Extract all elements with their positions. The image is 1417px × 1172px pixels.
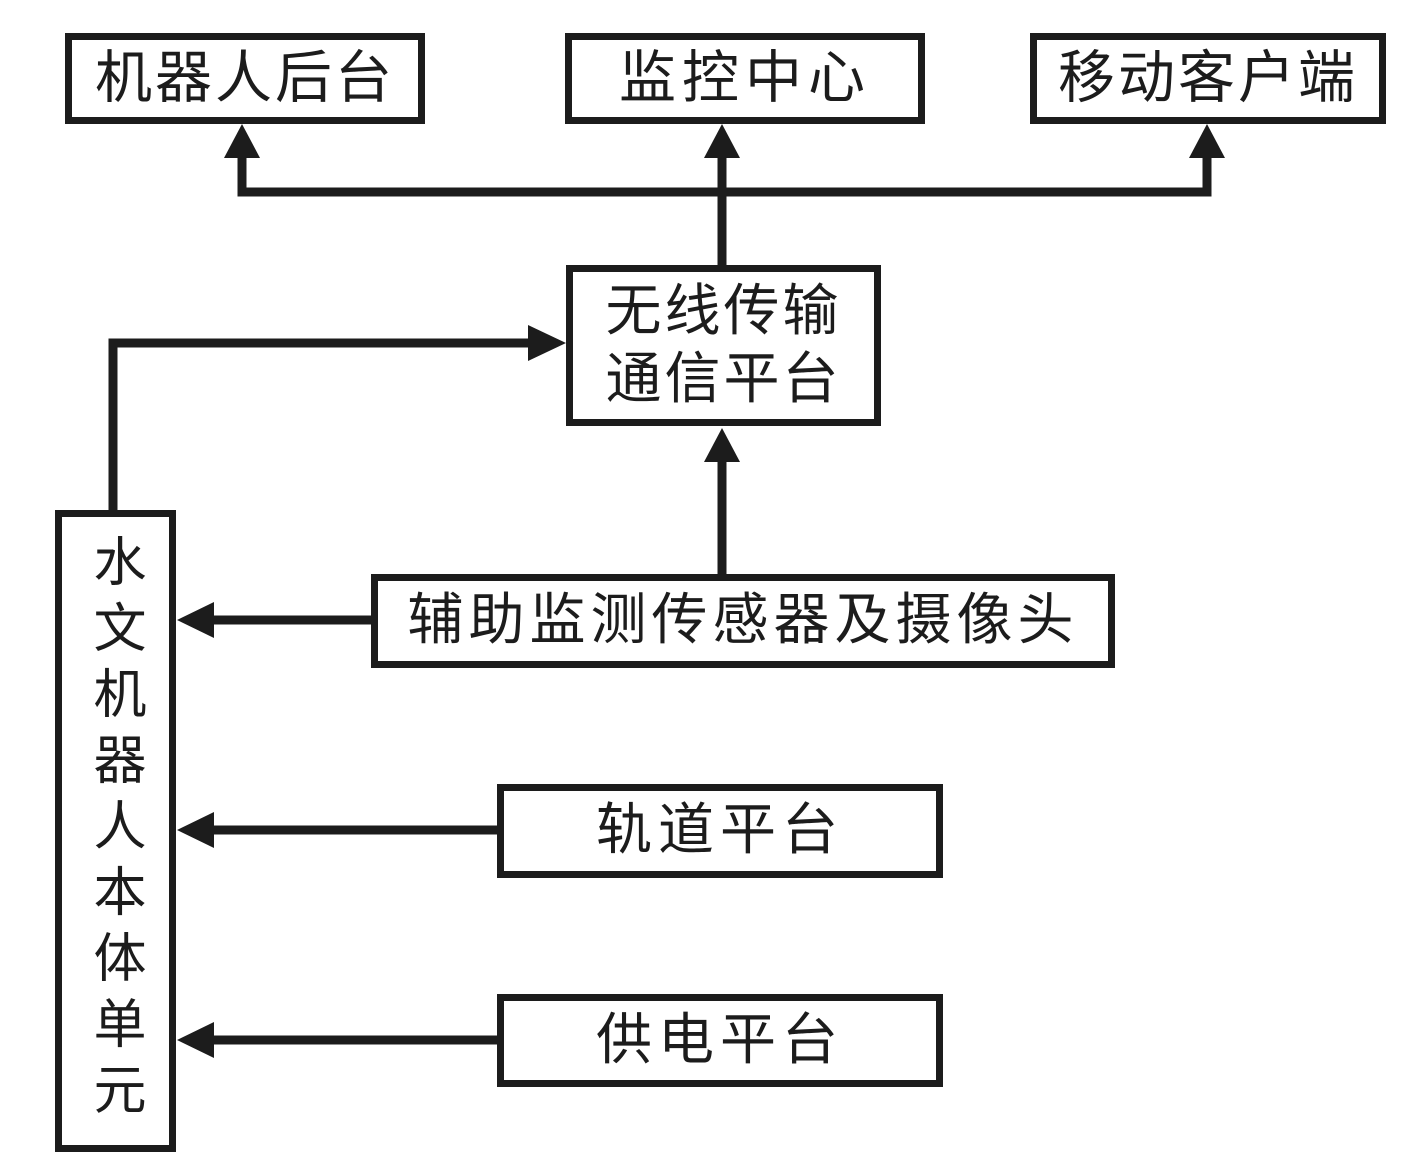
- node-wireless-platform: 无线传输 通信平台: [566, 265, 881, 426]
- node-robot-body-unit: 水文机器人本体单元: [55, 510, 176, 1152]
- arrowhead-sensors-to-body-unit: [177, 602, 214, 638]
- node-track-platform-label: 轨道平台: [596, 798, 844, 864]
- arrowhead-power-to-body-unit: [177, 1022, 214, 1058]
- node-robot-backend: 机器人后台: [65, 33, 425, 124]
- arrowhead-to-wireless: [528, 325, 566, 361]
- edge-body-unit-to-wireless: [108, 338, 530, 514]
- arrowhead-track-to-body-unit: [177, 812, 214, 848]
- node-monitoring-center-label: 监控中心: [619, 45, 871, 112]
- node-mobile-client: 移动客户端: [1030, 33, 1386, 124]
- arrowhead-to-monitoring: [704, 124, 740, 158]
- node-power-platform: 供电平台: [497, 994, 943, 1087]
- node-mobile-client-label: 移动客户端: [1058, 45, 1358, 112]
- node-wireless-platform-label-line2: 通信平台: [605, 346, 842, 412]
- node-robot-body-unit-label: 水文机器人本体单元: [85, 534, 146, 1128]
- node-aux-sensors: 辅助监测传感器及摄像头: [371, 574, 1115, 668]
- node-aux-sensors-label: 辅助监测传感器及摄像头: [407, 588, 1079, 654]
- arrowhead-to-robot-backend: [224, 124, 260, 158]
- node-robot-backend-label: 机器人后台: [95, 45, 395, 112]
- node-wireless-platform-label-line1: 无线传输: [605, 279, 842, 345]
- node-monitoring-center: 监控中心: [565, 33, 925, 124]
- node-track-platform: 轨道平台: [497, 784, 943, 878]
- node-power-platform-label: 供电平台: [596, 1007, 844, 1073]
- edge-bus-to-backend-and-client: [237, 150, 1212, 197]
- arrowhead-sensors-to-wireless: [704, 428, 740, 462]
- arrowhead-to-mobile-client: [1189, 124, 1225, 158]
